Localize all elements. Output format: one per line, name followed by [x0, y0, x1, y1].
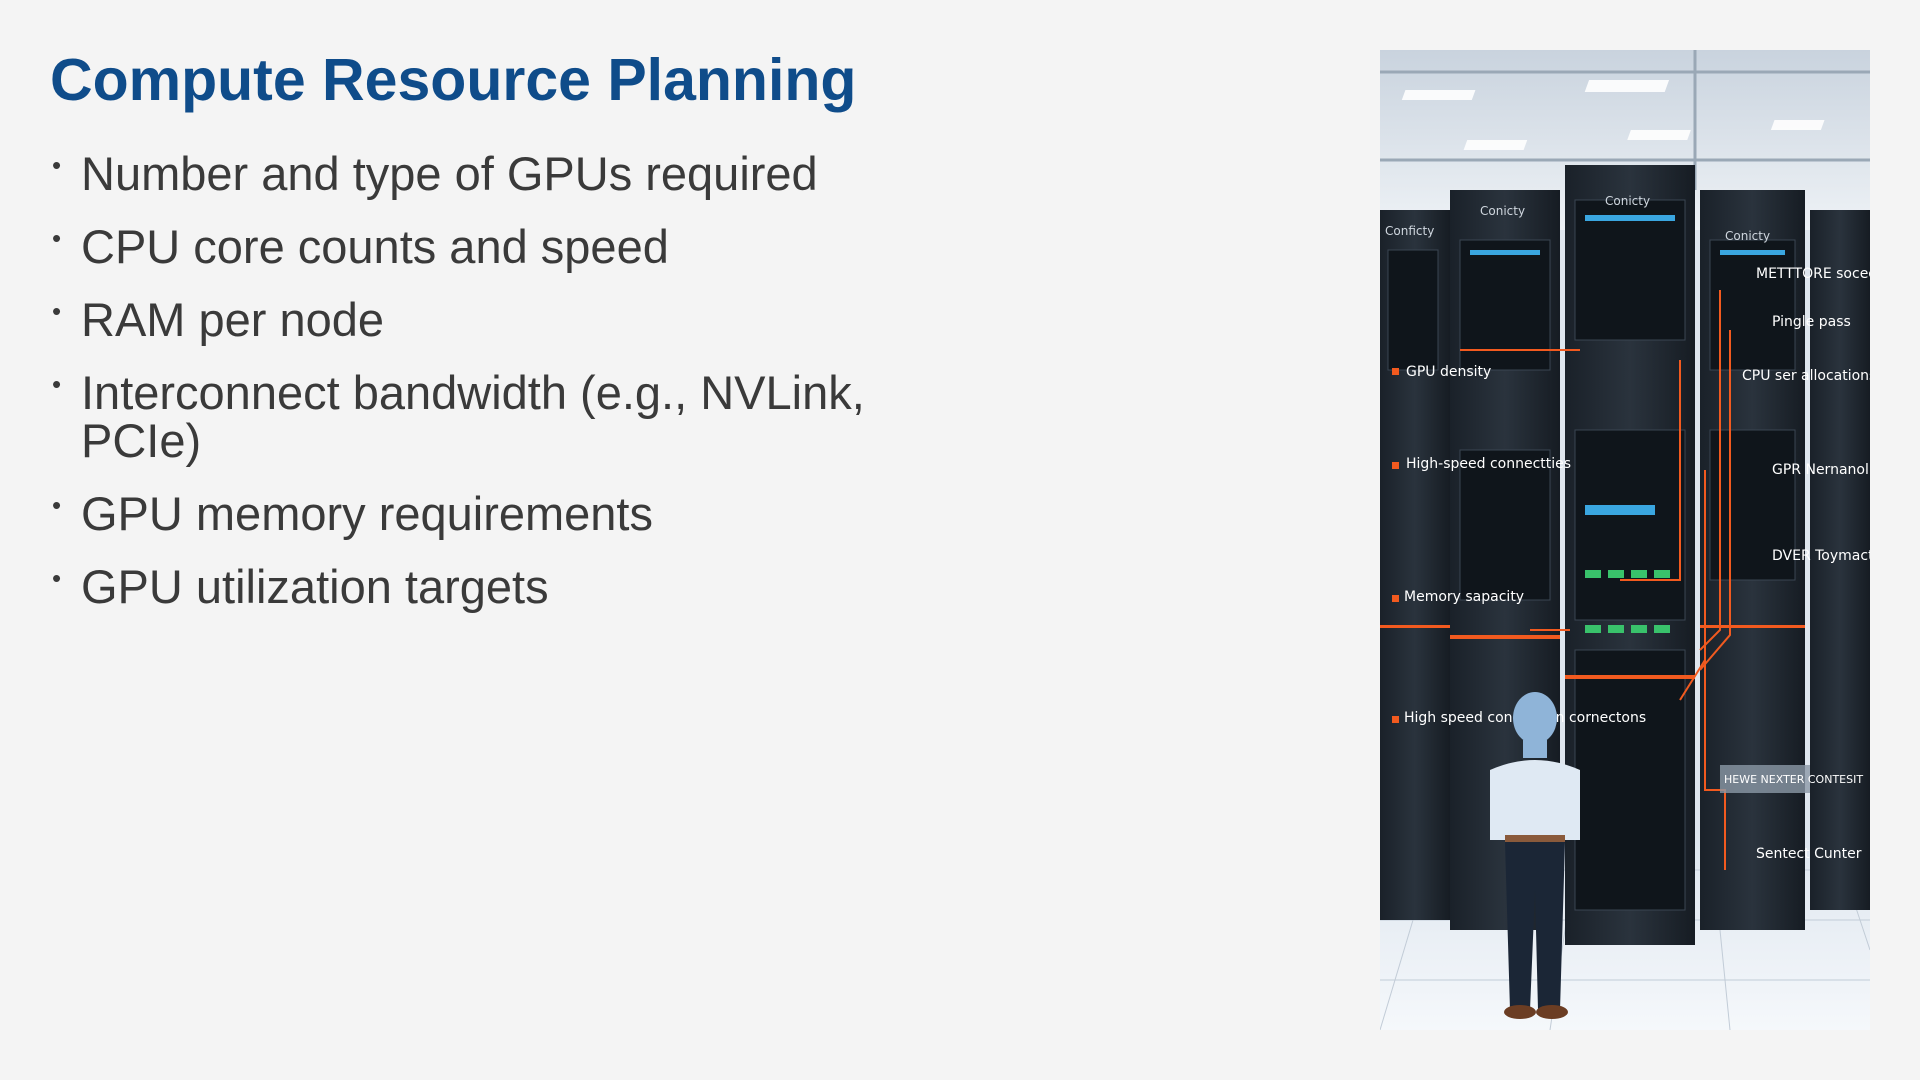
bullet-item: • Number and type of GPUs required — [50, 150, 950, 198]
callout-label: GPR Nernanoll Cooky — [1772, 462, 1870, 478]
rack-label: Conicty — [1725, 229, 1770, 243]
bullet-item: • GPU utilization targets — [50, 563, 950, 611]
bullet-dot-icon: • — [52, 150, 62, 180]
callout-label: Sentect Cunter — [1756, 846, 1862, 862]
bullet-dot-icon: • — [52, 563, 62, 593]
bullet-text: RAM per node — [81, 293, 385, 346]
bullet-item: • CPU core counts and speed — [50, 223, 950, 271]
callout-label: HEWE NEXTER CONTESIT — [1724, 773, 1863, 786]
bullet-item: • Interconnect bandwidth (e.g., NVLink, P… — [50, 369, 941, 465]
callouts-right: METTTORE socecation Pingle pass CPU ser … — [1720, 266, 1870, 862]
callout-label: High-speed connectties — [1406, 456, 1571, 472]
bullet-dot-icon: • — [52, 223, 62, 253]
bullet-text: CPU core counts and speed — [81, 220, 669, 273]
callout-label: METTTORE socecation — [1756, 266, 1870, 282]
data-center-image: Conficty Conicty Conicty Conicty GPU den… — [1380, 50, 1870, 1030]
bullet-item: • GPU memory requirements — [50, 490, 950, 538]
rack-label: Conicty — [1480, 204, 1525, 218]
bullet-text: Interconnect bandwidth (e.g., NVLink, PC… — [81, 366, 865, 467]
bullet-dot-icon: • — [52, 369, 62, 399]
server-room-illustration: Conficty Conicty Conicty Conicty GPU den… — [1380, 50, 1870, 1030]
slide-title: Compute Resource Planning — [50, 47, 857, 113]
callout-label: Pingle pass — [1772, 314, 1851, 330]
callout-label: GPU density — [1406, 364, 1491, 380]
bullet-list: • Number and type of GPUs required • CPU c… — [50, 150, 950, 636]
bullet-text: GPU memory requirements — [81, 487, 653, 540]
rack-label: Conicty — [1605, 194, 1650, 208]
bullet-dot-icon: • — [52, 296, 62, 326]
bullet-text: Number and type of GPUs required — [81, 147, 818, 200]
bullet-dot-icon: • — [52, 490, 62, 520]
rack-label: Conficty — [1385, 224, 1434, 238]
bullet-item: • RAM per node — [50, 296, 950, 344]
callout-label: CPU ser allocations — [1742, 368, 1870, 384]
callout-label: Memory sapacity — [1404, 589, 1524, 605]
callout-label: DVER Toymacting Marcting — [1772, 548, 1870, 564]
bullet-text: GPU utilization targets — [81, 560, 549, 613]
engineer-figure — [1490, 692, 1580, 1019]
